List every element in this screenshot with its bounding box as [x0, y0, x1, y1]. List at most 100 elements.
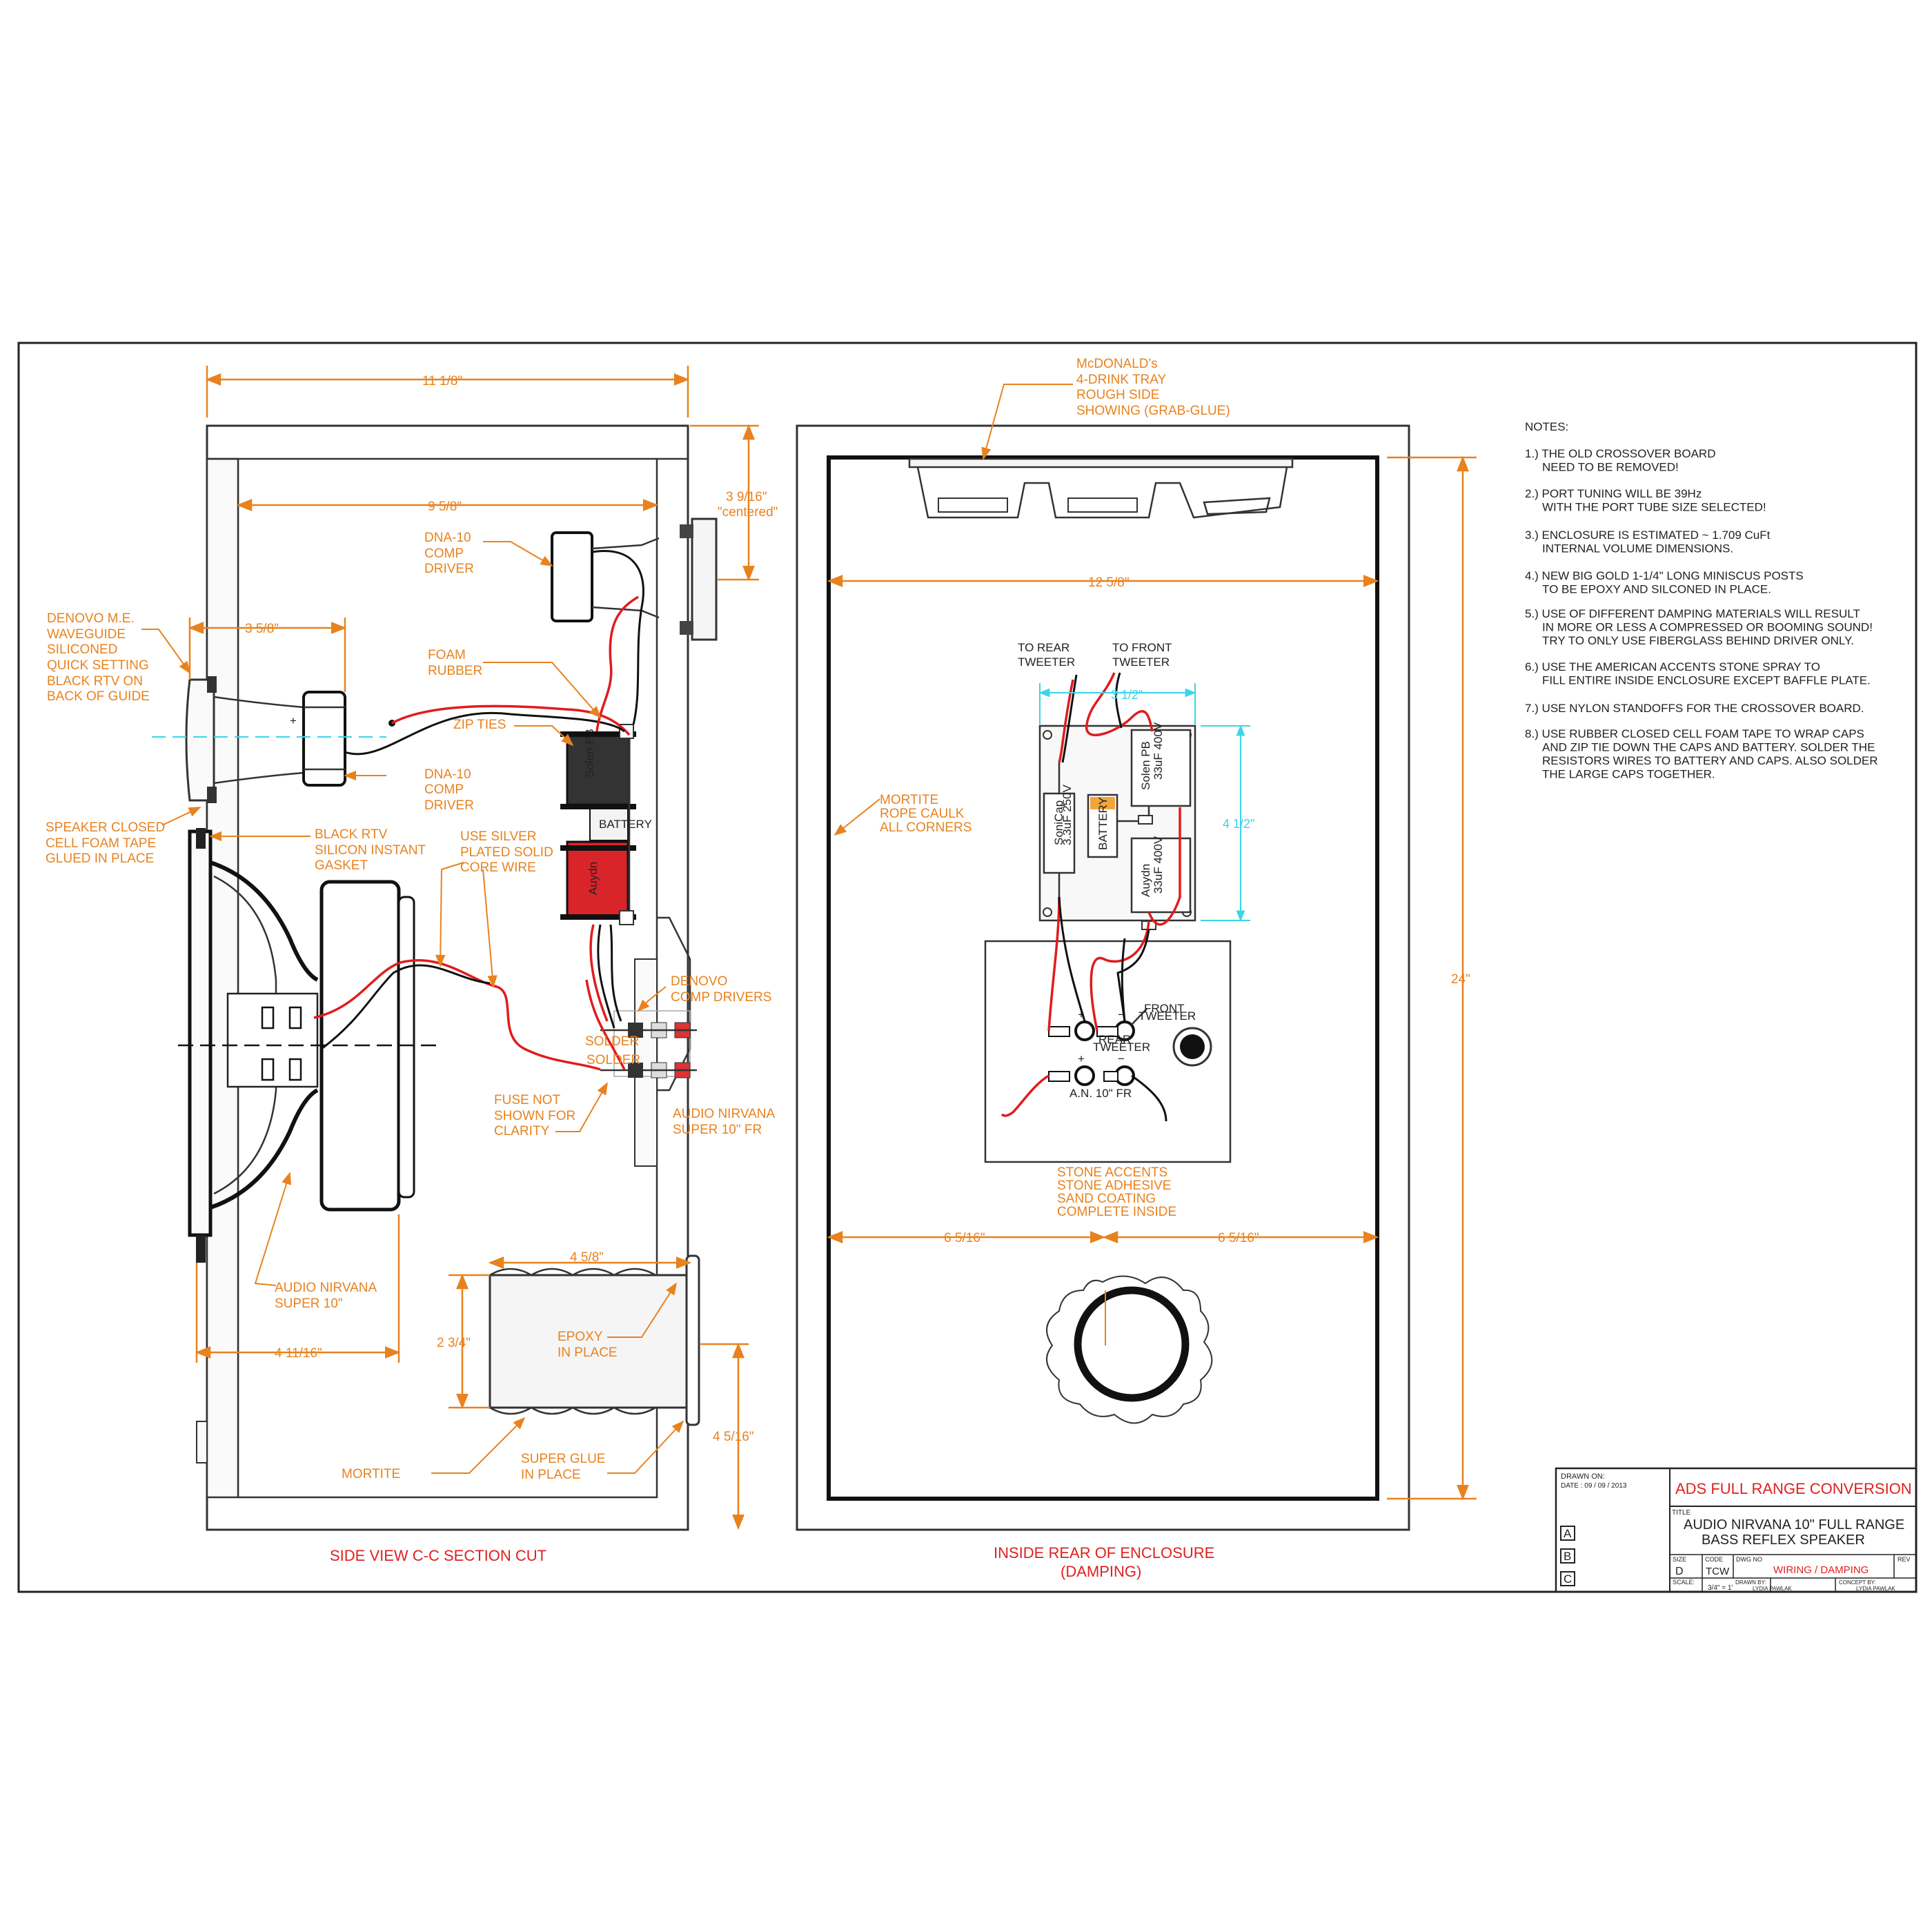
dim-waveguide-depth: 3 5/8" [245, 622, 279, 636]
tb-rev-c: C [1564, 1573, 1572, 1586]
auydn-label: Auydn [1139, 864, 1152, 897]
woofer-basket [188, 829, 213, 1237]
side-solen-label: Solen PB [583, 729, 596, 778]
note-line: THE LARGE CAPS TOGETHER. [1542, 768, 1715, 781]
note-item: 4.) NEW BIG GOLD 1-1/4" LONG MINISCUS PO… [1525, 569, 1804, 596]
note-item: 5.) USE OF DIFFERENT DAMPING MATERIALS W… [1525, 607, 1873, 647]
post-plus-bottom: + [1078, 1052, 1085, 1065]
label-rope: MORTITE ROPE CAULK ALL CORNERS [880, 793, 972, 835]
label-super10: AUDIO NIRVANA SUPER 10" [275, 1281, 379, 1311]
dim-tweeter-offset: 3 9/16" [726, 490, 767, 504]
label-solder-2: SOLDER [586, 1053, 640, 1067]
label-front-tweeter: FRONT TWEETER [1138, 1002, 1196, 1023]
binding-posts: + − + − [1048, 1008, 1212, 1086]
note-line: 3.) ENCLOSURE IS ESTIMATED ~ 1.709 CuFt [1525, 529, 1771, 542]
drink-tray [908, 457, 1294, 519]
note-item: 6.) USE THE AMERICAN ACCENTS STONE SPRAY… [1525, 660, 1871, 687]
dim-woofer-depth: 4 11/16" [275, 1346, 322, 1361]
tb-drawn-on-label: DRAWN ON: [1561, 1472, 1605, 1481]
side-terminal-posts [600, 1010, 697, 1078]
note-line: AND ZIP TIE DOWN THE CAPS AND BATTERY. S… [1542, 741, 1875, 754]
rear-view: SoniCap 3.3uF 250V BATTERY Solen PB 33uF… [796, 357, 1477, 1580]
dna-top-driver [551, 531, 593, 622]
dim-port-diameter: 2 3/4" [437, 1336, 471, 1350]
label-waveguide: DENOVO M.E. WAVEGUIDE SILICONED QUICK SE… [47, 611, 152, 704]
dim-left-half: 6 5/16" [944, 1231, 985, 1245]
side-battery [589, 807, 629, 841]
solen-value: 33uF 400V [1152, 722, 1165, 780]
tb-dwg: WIRING / DAMPING [1773, 1564, 1869, 1576]
label-superglue: SUPER GLUE IN PLACE [521, 1452, 609, 1482]
dim-port-length: 4 5/8" [570, 1250, 604, 1265]
post-minus-top: − [1118, 1008, 1125, 1021]
tb-dwg-label: DWG NO [1736, 1556, 1762, 1563]
note-line: 2.) PORT TUNING WILL BE 39Hz [1525, 487, 1702, 500]
side-view-title: SIDE VIEW C-C SECTION CUT [330, 1547, 546, 1564]
note-line: 5.) USE OF DIFFERENT DAMPING MATERIALS W… [1525, 607, 1860, 620]
dim-overall-depth: 11 1/8" [422, 374, 462, 388]
rear-cabinet-inner [827, 455, 1379, 1501]
sonicap-label: SoniCap [1052, 800, 1065, 845]
note-line: RESISTORS WIRES TO BATTERY AND CAPS. ALS… [1542, 754, 1878, 767]
title-block: DRAWN ON: DATE : 09 / 09 / 2013 ADS FULL… [1555, 1467, 1918, 1593]
note-line: 4.) NEW BIG GOLD 1-1/4" LONG MINISCUS PO… [1525, 569, 1804, 582]
note-line: TRY TO ONLY USE FIBERGLASS BEHIND DRIVER… [1542, 634, 1854, 647]
label-dna-top: DNA-10 COMP DRIVER [424, 531, 475, 576]
tb-scale-label: SCALE: [1673, 1579, 1695, 1586]
auydn-value: 33uF 400V [1152, 836, 1165, 894]
sonicap [1043, 792, 1076, 874]
label-rear-tweeter: REAR TWEETER [1093, 1033, 1150, 1054]
note-line: NEED TO BE REMOVED! [1542, 461, 1679, 474]
tb-date: DATE : 09 / 09 / 2013 [1561, 1482, 1627, 1490]
rear-view-title: INSIDE REAR OF ENCLOSURE (DAMPING) [994, 1544, 1219, 1580]
rear-cabinet-outer [796, 424, 1410, 1531]
note-line: FILL ENTIRE INSIDE ENCLOSURE EXCEPT BAFF… [1542, 674, 1871, 687]
label-epoxy: EPOXY IN PLACE [558, 1330, 618, 1360]
tb-title-line2: BASS REFLEX SPEAKER [1702, 1532, 1865, 1548]
label-denovo-comp: DENOVO COMP DRIVERS [671, 974, 771, 1005]
note-line: IN MORE OR LESS A COMPRESSED OR BOOMING … [1542, 621, 1873, 634]
notes-heading: NOTES: [1525, 420, 1568, 433]
dim-board-width: 3 1/2" [1111, 688, 1143, 702]
tb-title-label: TITLE [1672, 1509, 1691, 1517]
tb-code: TCW [1706, 1566, 1730, 1577]
solen-label: Solen PB [1139, 741, 1152, 790]
dim-inner-width: 12 5/8" [1088, 575, 1130, 590]
dim-right-half: 6 5/16" [1218, 1231, 1259, 1245]
label-foam: FOAM RUBBER [428, 648, 482, 678]
label-zip-ties: ZIP TIES [453, 718, 506, 732]
label-to-front: TO FRONT TWEETER [1112, 641, 1175, 669]
note-line: 6.) USE THE AMERICAN ACCENTS STONE SPRAY… [1525, 660, 1820, 673]
post-plus-top: + [1078, 1008, 1085, 1021]
dim-height: 24" [1451, 972, 1470, 987]
tb-rev-label: REV [1897, 1556, 1911, 1563]
tb-code-label: CODE [1705, 1556, 1723, 1563]
note-line: 7.) USE NYLON STANDOFFS FOR THE CROSSOVE… [1525, 702, 1864, 715]
tb-drawn-by: LYDIA PAWLAK [1753, 1586, 1792, 1592]
tb-concept-by: LYDIA PAWLAK [1856, 1586, 1895, 1592]
side-auydn-label: Auydn [586, 862, 600, 895]
tb-concept-label: CONCEPT BY: [1839, 1579, 1876, 1586]
side-view: + Solen PB BATTERY Auydn [46, 366, 778, 1564]
label-tray: McDONALD's 4-DRINK TRAY ROUGH SIDE SHOWI… [1076, 357, 1230, 418]
label-solder-1: SOLDER [585, 1034, 639, 1049]
label-to-rear: TO REAR TWEETER [1018, 641, 1075, 669]
label-an10: A.N. 10" FR [1070, 1087, 1132, 1100]
note-line: INTERNAL VOLUME DIMENSIONS. [1542, 542, 1733, 555]
dim-tweeter-note: "centered" [718, 505, 778, 520]
sonicap-value: 3.3uF 250V [1061, 784, 1074, 845]
sheet-border [17, 342, 1918, 1593]
note-line: 8.) USE RUBBER CLOSED CELL FOAM TAPE TO … [1525, 727, 1864, 740]
label-black-rtv: BLACK RTV SILICON INSTANT GASKET [315, 827, 429, 873]
waveguide [185, 678, 215, 802]
plus-sign: + [290, 714, 297, 727]
label-stone: STONE ACCENTS STONE ADHESIVE SAND COATIN… [1057, 1165, 1176, 1219]
side-battery-label: BATTERY [599, 818, 652, 831]
tb-project: ADS FULL RANGE CONVERSION [1675, 1480, 1912, 1497]
